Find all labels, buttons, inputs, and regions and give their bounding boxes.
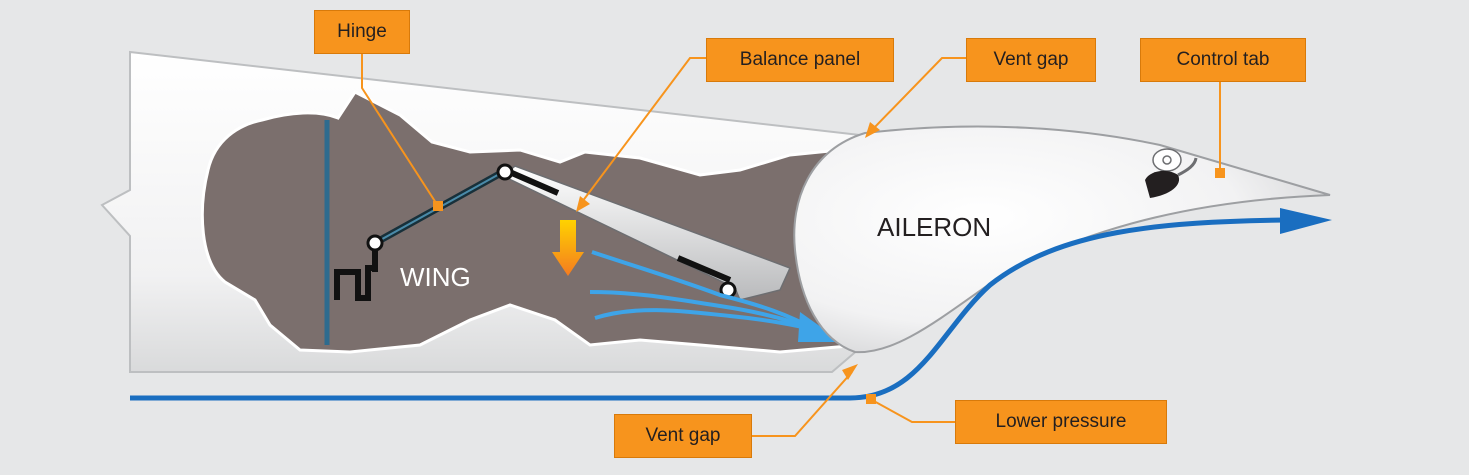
- callout-balance-panel: Balance panel: [706, 38, 894, 82]
- callout-vent-gap-bottom: Vent gap: [614, 414, 752, 458]
- leader-balance-panel: [581, 57, 706, 203]
- callout-vent-gap-top: Vent gap: [966, 38, 1096, 82]
- pressure-arrow: [552, 220, 584, 276]
- leader-hinge-dot: [433, 201, 443, 211]
- internal-airflow-3: [594, 308, 816, 332]
- main-airflow-arrowhead: [1280, 208, 1332, 234]
- balance-panel-seal-top: [503, 167, 560, 196]
- pivot-joint-1: [366, 234, 384, 252]
- leader-vent-gap-bottom-arrowhead: [842, 364, 858, 380]
- aileron-body: [793, 125, 1331, 354]
- leader-balance-panel-arrowhead: [576, 196, 590, 212]
- leader-vent-gap-bottom: [752, 371, 853, 437]
- callout-lower-pressure: Lower pressure: [955, 400, 1167, 444]
- leader-vent-gap-top: [871, 57, 966, 131]
- wing-label: WING: [400, 262, 471, 292]
- main-airflow-line: [130, 217, 1286, 401]
- pivot-joint-2: [496, 163, 514, 181]
- hinge-bracket: [334, 265, 378, 301]
- control-tab-arm: [1177, 157, 1198, 177]
- control-tab-screw: [1162, 155, 1172, 165]
- control-tab-pivot: [1152, 148, 1182, 172]
- leader-control-tab-dot: [1215, 168, 1225, 178]
- leader-lower-pressure-dot: [866, 394, 876, 404]
- leader-vent-gap-top-arrowhead: [865, 122, 880, 138]
- internal-airflow-1: [591, 250, 817, 332]
- balance-panel-seal-bottom: [676, 255, 732, 283]
- callout-hinge: Hinge: [314, 10, 410, 54]
- aileron-label: AILERON: [877, 212, 991, 242]
- control-tab-hinge-shape: [1145, 170, 1180, 198]
- leader-lower-pressure: [871, 399, 955, 423]
- internal-airflow-2: [589, 290, 816, 332]
- leader-hinge: [361, 54, 439, 207]
- callout-control-tab: Control tab: [1140, 38, 1306, 82]
